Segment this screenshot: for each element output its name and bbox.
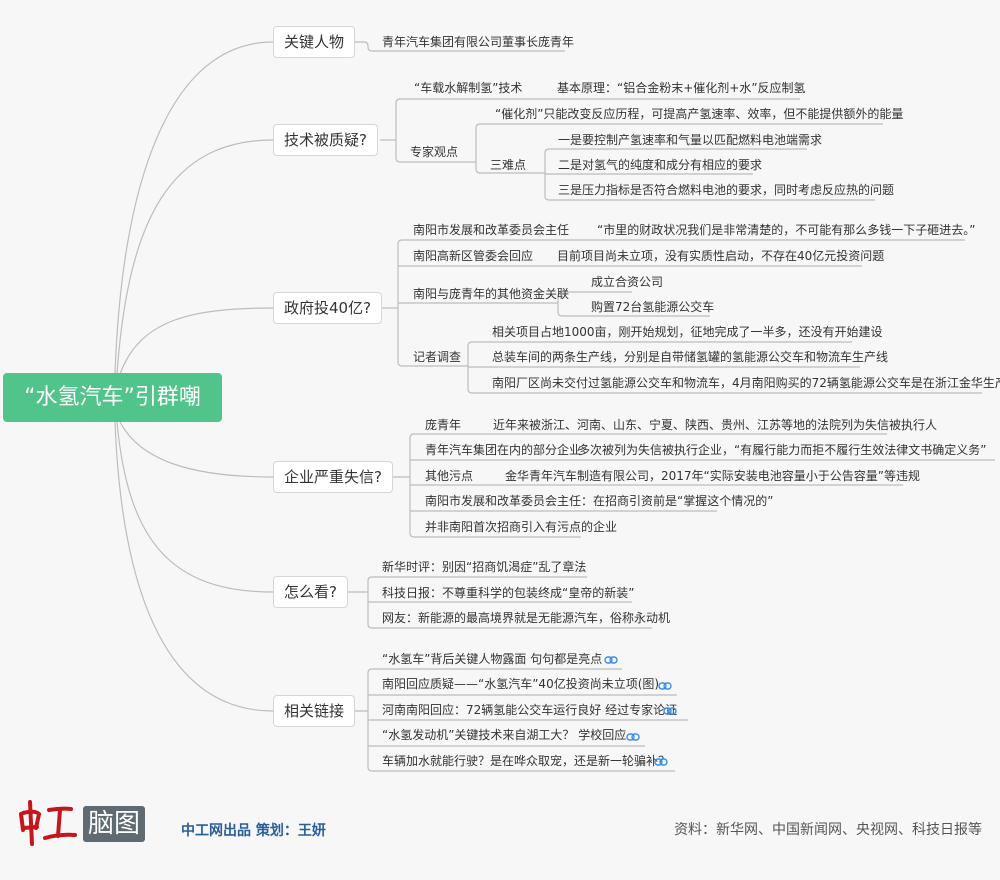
leaf-tech-name: “车载水解制氢”技术 [414, 81, 523, 95]
link-icon[interactable] [604, 656, 618, 664]
root-node[interactable]: “水氢汽车”引群嘲 [3, 373, 222, 422]
leaf-difficulty-1: 一是要控制产氢速率和气量以匹配燃料电池端需求 [558, 133, 823, 147]
leaf-view-netizen: 网友：新能源的最高境界就是无能源汽车，俗称永动机 [382, 611, 671, 625]
link-icon[interactable] [654, 758, 668, 766]
leaf-key-person: 青年汽车集团有限公司董事长庞青年 [382, 35, 575, 49]
leaf-reporter-3: 南阳厂区尚未交付过氢能源公交车和物流车，4月南阳购买的72辆氢能源公交车是在浙江… [492, 376, 1000, 390]
leaf-tech-principle: 基本原理：“铝合金粉末+催化剂+水”反应制氢 [557, 81, 806, 95]
leaf-difficulty-2: 二是对氢气的纯度和成分有相应的要求 [558, 158, 763, 172]
credit-text: 中工网出品 策划：王妍 [181, 823, 326, 839]
leaf-view-xinhua: 新华时评：别因“招商饥渴症”乱了章法 [382, 560, 587, 574]
branch-gov-investment[interactable]: 政府投40亿? [273, 292, 383, 324]
leaf-companies: 青年汽车集团在内的部分企业 [425, 443, 582, 457]
leaf-not-first: 并非南阳首次招商引入有污点的企业 [425, 520, 618, 534]
leaf-view-kejiribao: 科技日报：不尊重科学的包装终成“皇帝的新装” [382, 586, 635, 600]
branch-credit-loss[interactable]: 企业严重失信? [273, 461, 393, 493]
link-item[interactable]: 车辆加水就能行驶？是在哗众取宠，还是新一轮骗补？ [382, 754, 671, 768]
branch-related-links[interactable]: 相关链接 [273, 695, 356, 727]
link-item[interactable]: “水氢发动机”关键技术来自湖工大？ 学校回应 [382, 728, 627, 742]
link-icon[interactable] [658, 682, 672, 690]
link-item[interactable]: 河南南阳回应：72辆氢能公交车运行良好 经过专家论证 [382, 703, 678, 717]
leaf-catalyst: “催化剂”只能改变反应历程，可提高产氢速率、效率，但不能提供额外的能量 [495, 107, 904, 121]
naotu-badge: 脑图 [83, 806, 145, 842]
branch-key-person[interactable]: 关键人物 [273, 26, 356, 58]
leaf-reporter: 记者调查 [413, 350, 462, 364]
leaf-difficulty-3: 三是压力指标是否符合燃料电池的要求，同时考虑反应热的问题 [558, 183, 895, 197]
link-icon[interactable] [663, 707, 677, 715]
leaf-ndrc-quote: “市里的财政状况我们是非常清楚的，不可能有那么多钱一下子砸进去。” [597, 223, 976, 237]
leaf-hitech-response: 目前项目尚未立项，没有实质性启动，不存在40亿元投资问题 [557, 249, 885, 263]
zhonggong-logo [19, 800, 77, 846]
leaf-funds-1: 成立合资公司 [591, 275, 664, 289]
link-item[interactable]: 南阳回应质疑——“水氢汽车”40亿投资尚未立项(图) [382, 677, 660, 691]
leaf-reporter-1: 相关项目占地1000亩，刚开始规划，征地完成了一半多，还没有开始建设 [492, 325, 883, 339]
leaf-ndrc-director: 南阳市发展和改革委员会主任 [413, 223, 570, 237]
leaf-companies-detail: 多次被列为失信被执行企业，“有履行能力而拒不履行生效法律文书确定义务” [578, 443, 987, 457]
leaf-other-stains-detail: 金华青年汽车制造有限公司，2017年“实际安装电池容量小于公告容量”等违规 [505, 469, 920, 483]
leaf-funds-2: 购置72台氢能源公交车 [591, 300, 715, 314]
leaf-pang-detail: 近年来被浙江、河南、山东、宁夏、陕西、贵州、江苏等地的法院列为失信被执行人 [493, 418, 938, 432]
leaf-other-stains: 其他污点 [425, 469, 474, 483]
leaf-hitech-zone: 南阳高新区管委会回应 [413, 249, 534, 263]
link-icon[interactable] [626, 733, 640, 741]
leaf-pang: 庞青年 [425, 418, 462, 432]
leaf-ndrc-knew: 南阳市发展和改革委员会主任：在招商引资前是“掌握这个情况的” [425, 494, 774, 508]
leaf-funds: 南阳与庞青年的其他资金关联 [413, 287, 570, 301]
branch-tech-questioned[interactable]: 技术被质疑? [273, 124, 378, 156]
leaf-reporter-2: 总装车间的两条生产线，分别是自带储氢罐的氢能源公交车和物流车生产线 [492, 350, 889, 364]
leaf-difficulties: 三难点 [490, 158, 527, 172]
leaf-expert-view: 专家观点 [410, 145, 459, 159]
source-text: 资料：新华网、中国新闻网、央视网、科技日报等 [674, 822, 982, 838]
branch-views[interactable]: 怎么看? [273, 576, 348, 608]
link-item[interactable]: “水氢车”背后关键人物露面 句句都是亮点 [382, 652, 603, 666]
